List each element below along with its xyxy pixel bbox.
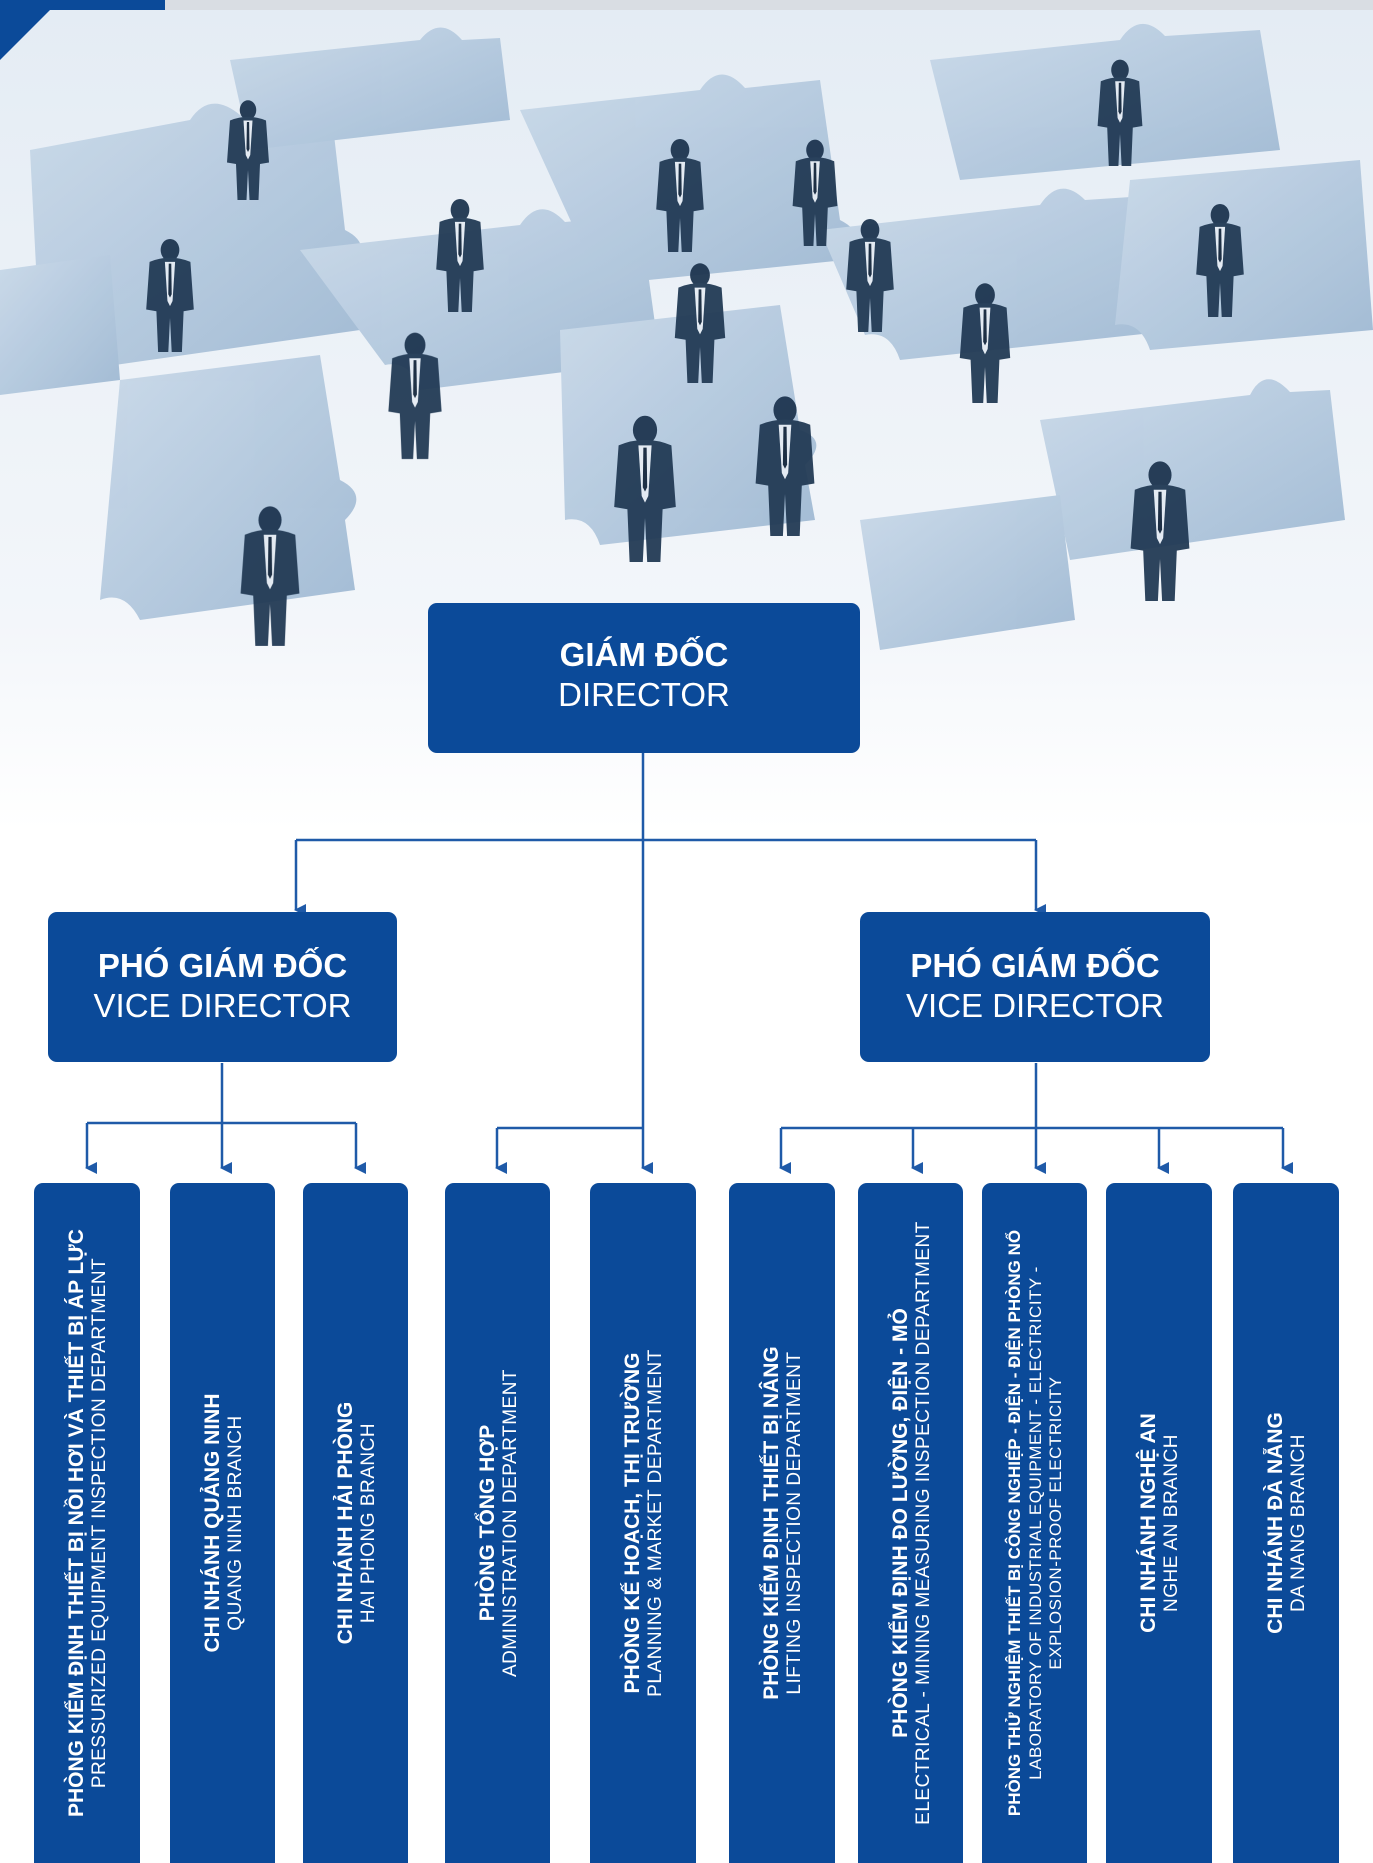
corner-accent-bar xyxy=(0,0,165,10)
dept-vi-label: PHÒNG KIỂM ĐỊNH ĐO LƯỜNG, ĐIỆN - MỎ xyxy=(888,1308,912,1738)
dept-en-label: LIFTING INSPECTION DEPARTMENT xyxy=(784,1351,805,1695)
dept-vi-label: CHI NHÁNH NGHỆ AN xyxy=(1137,1413,1160,1633)
dept-en-label: HAI PHONG BRANCH xyxy=(357,1422,379,1624)
dept-administration: PHÒNG TỔNG HỢP ADMINISTRATION DEPARTMENT xyxy=(445,1183,550,1863)
dept-en-label: ELECTRICAL - MINING MEASURING INSPECTION… xyxy=(912,1221,934,1825)
vice-director-left-box: PHÓ GIÁM ĐỐC VICE DIRECTOR xyxy=(48,912,397,1062)
dept-en-label: ADMINISTRATION DEPARTMENT xyxy=(499,1368,521,1678)
dept-vi-label: CHI NHÁNH QUẢNG NINH xyxy=(200,1393,224,1653)
dept-vi-label: PHÒNG KIỂM ĐỊNH THIẾT BỊ NÂNG xyxy=(760,1346,783,1700)
dept-laboratory: PHÒNG THỬ NGHIỆM THIẾT BỊ CÔNG NGHIỆP - … xyxy=(982,1183,1087,1863)
dept-vi-label: CHI NHÁNH ĐÀ NẴNG xyxy=(1264,1412,1287,1634)
director-title-en: DIRECTOR xyxy=(558,676,730,713)
corner-accent xyxy=(0,0,60,60)
hero-illustration xyxy=(0,0,1373,830)
dept-hai-phong-branch: CHI NHÁNH HẢI PHÒNG HAI PHONG BRANCH xyxy=(303,1183,408,1863)
dept-lifting-inspection: PHÒNG KIỂM ĐỊNH THIẾT BỊ NÂNG LIFTING IN… xyxy=(729,1183,835,1863)
dept-vi-label: PHÒNG KẾ HOẠCH, THỊ TRƯỜNG xyxy=(621,1352,644,1694)
vice-director-right-vi: PHÓ GIÁM ĐỐC xyxy=(910,947,1160,984)
vice-director-right-box: PHÓ GIÁM ĐỐC VICE DIRECTOR xyxy=(860,912,1210,1062)
dept-pressurized-equipment: PHÒNG KIỂM ĐỊNH THIẾT BỊ NỒI HƠI VÀ THIẾ… xyxy=(34,1183,140,1863)
director-box: GIÁM ĐỐC DIRECTOR xyxy=(428,603,860,753)
dept-quang-ninh-branch: CHI NHÁNH QUẢNG NINH QUANG NINH BRANCH xyxy=(170,1183,275,1863)
vice-director-left-vi: PHÓ GIÁM ĐỐC xyxy=(97,947,348,984)
dept-en-label: QUANG NINH BRANCH xyxy=(224,1415,246,1631)
vice-director-right-en: VICE DIRECTOR xyxy=(906,987,1164,1024)
dept-nghe-an-branch: CHI NHÁNH NGHỆ AN NGHE AN BRANCH xyxy=(1106,1183,1212,1863)
dept-vi-label: PHÒNG KIỂM ĐỊNH THIẾT BỊ NỒI HƠI VÀ THIẾ… xyxy=(65,1229,88,1817)
vice-director-left-en: VICE DIRECTOR xyxy=(93,987,352,1024)
dept-en-label: NGHE AN BRANCH xyxy=(1161,1433,1182,1613)
dept-en-label: PLANNING & MARKET DEPARTMENT xyxy=(645,1349,666,1697)
dept-da-nang-branch: CHI NHÁNH ĐÀ NẴNG DA NANG BRANCH xyxy=(1233,1183,1339,1863)
dept-vi-label: CHI NHÁNH HẢI PHÒNG xyxy=(333,1401,357,1645)
dept-electrical-mining: PHÒNG KIỂM ĐỊNH ĐO LƯỜNG, ĐIỆN - MỎ ELEC… xyxy=(858,1183,963,1863)
dept-en-label: PRESSURIZED EQUIPMENT INSPECTION DEPARTM… xyxy=(89,1257,110,1789)
director-title-vi: GIÁM ĐỐC xyxy=(559,636,729,673)
dept-vi-label: PHÒNG TỔNG HỢP xyxy=(475,1424,499,1622)
dept-vi-label: PHÒNG THỬ NGHIỆM THIẾT BỊ CÔNG NGHIỆP - … xyxy=(1004,1229,1024,1817)
top-border-bar xyxy=(160,0,1373,10)
dept-planning-market: PHÒNG KẾ HOẠCH, THỊ TRƯỜNG PLANNING & MA… xyxy=(590,1183,696,1863)
dept-en-label: DA NANG BRANCH xyxy=(1288,1433,1309,1613)
dept-en-label: LABORATORY OF INDUSTRIAL EQUIPMENT - ELE… xyxy=(1025,1266,1065,1780)
